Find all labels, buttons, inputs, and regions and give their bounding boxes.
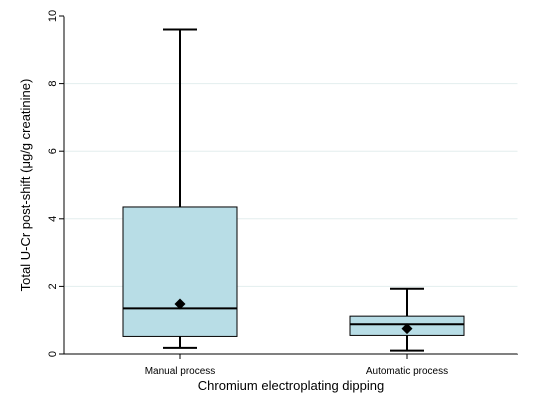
box-1 [349,287,465,352]
y-tick-label: 4 [47,216,59,222]
x-category-label: Manual process [145,366,216,377]
axis-layer [63,15,519,355]
x-axis-title: Chromium electroplating dipping [198,378,384,393]
y-tick-label: 2 [47,283,59,289]
x-category-label: Automatic process [366,366,448,377]
y-tick-label: 6 [47,148,59,154]
box-0 [122,28,238,349]
box-layer [122,28,465,352]
y-tick-label: 10 [47,10,59,22]
iqr-box [122,206,238,337]
diamond-icon [401,323,413,335]
diamond-icon [174,298,186,310]
y-tick-label: 8 [47,81,59,87]
y-axis-title: Total U-Cr post-shift (μg/g creatinine) [18,79,33,292]
y-tick-label: 0 [47,351,59,357]
